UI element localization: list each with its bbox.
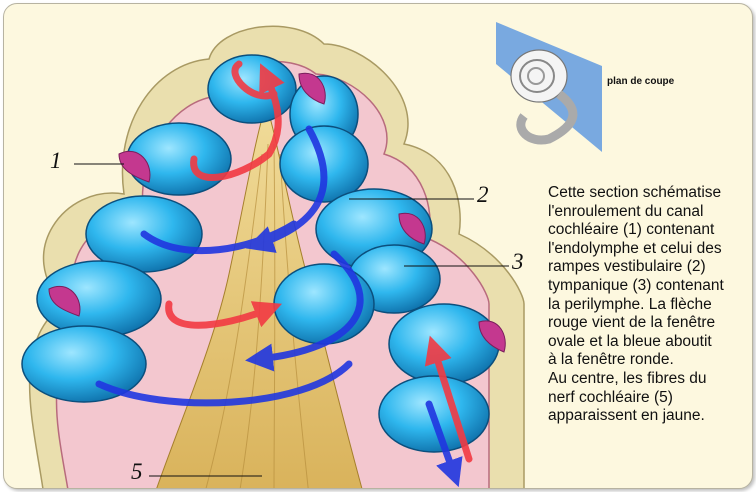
- label-5: 5: [131, 459, 143, 485]
- plan-label: plan de coupe: [607, 76, 674, 87]
- cut-plane-inset: [496, 22, 602, 152]
- caption-text: Cette section schématise l'enroulement d…: [548, 184, 753, 426]
- label-2: 2: [477, 182, 489, 208]
- label-1: 1: [50, 148, 62, 174]
- figure-frame: plan de coupe Cette section schématise l…: [3, 3, 753, 489]
- label-3: 3: [512, 249, 524, 275]
